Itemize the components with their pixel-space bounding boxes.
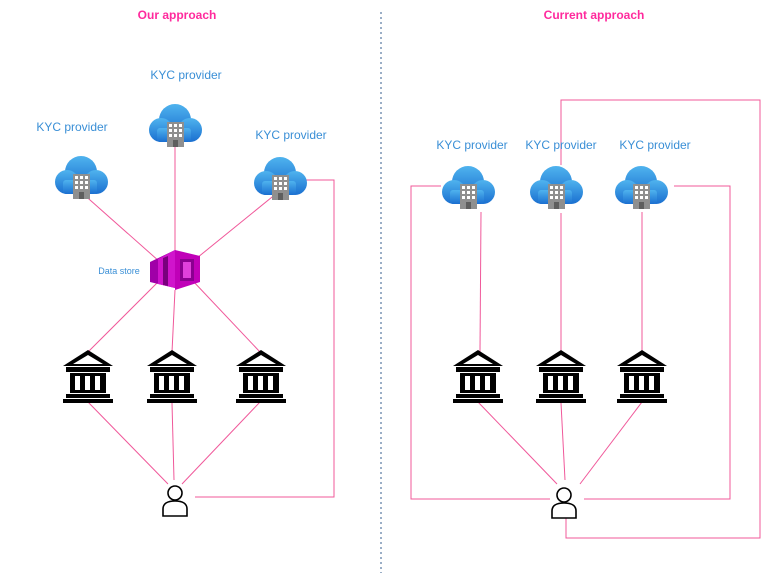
user-icon [162, 485, 188, 517]
data-store: Data store [98, 250, 200, 290]
cloud-building-icon [442, 166, 495, 209]
right-kyc-provider-2: KYC provider [525, 138, 597, 209]
right-panel-title: Current approach [544, 8, 645, 22]
kyc-provider-label: KYC provider [619, 138, 690, 152]
left-kyc-provider-1: KYC provider [36, 120, 108, 199]
left-connectors [80, 140, 335, 498]
bank-icon [236, 350, 286, 403]
bank-icon [453, 350, 503, 403]
right-kyc-provider-3: KYC provider [615, 138, 691, 209]
right-connectors [410, 99, 761, 539]
right-kyc-provider-1: KYC provider [436, 138, 508, 209]
cloud-building-icon [254, 157, 307, 200]
left-panel-title: Our approach [138, 8, 217, 22]
data-store-label: Data store [98, 266, 140, 276]
left-kyc-provider-2: KYC provider [149, 68, 222, 147]
bank-icon [617, 350, 667, 403]
cloud-building-icon [615, 166, 668, 209]
cloud-building-icon [530, 166, 583, 209]
bank-icon [536, 350, 586, 403]
bank-icon [147, 350, 197, 403]
bank-icon [63, 350, 113, 403]
kyc-provider-label: KYC provider [255, 128, 326, 142]
kyc-provider-label: KYC provider [36, 120, 107, 134]
kyc-provider-label: KYC provider [525, 138, 596, 152]
user-icon [551, 487, 577, 519]
kyc-provider-label: KYC provider [436, 138, 507, 152]
kyc-provider-label: KYC provider [150, 68, 221, 82]
data-store-icon [150, 250, 200, 290]
cloud-building-icon [149, 104, 202, 147]
left-kyc-provider-3: KYC provider [254, 128, 327, 200]
cloud-building-icon [55, 156, 108, 199]
